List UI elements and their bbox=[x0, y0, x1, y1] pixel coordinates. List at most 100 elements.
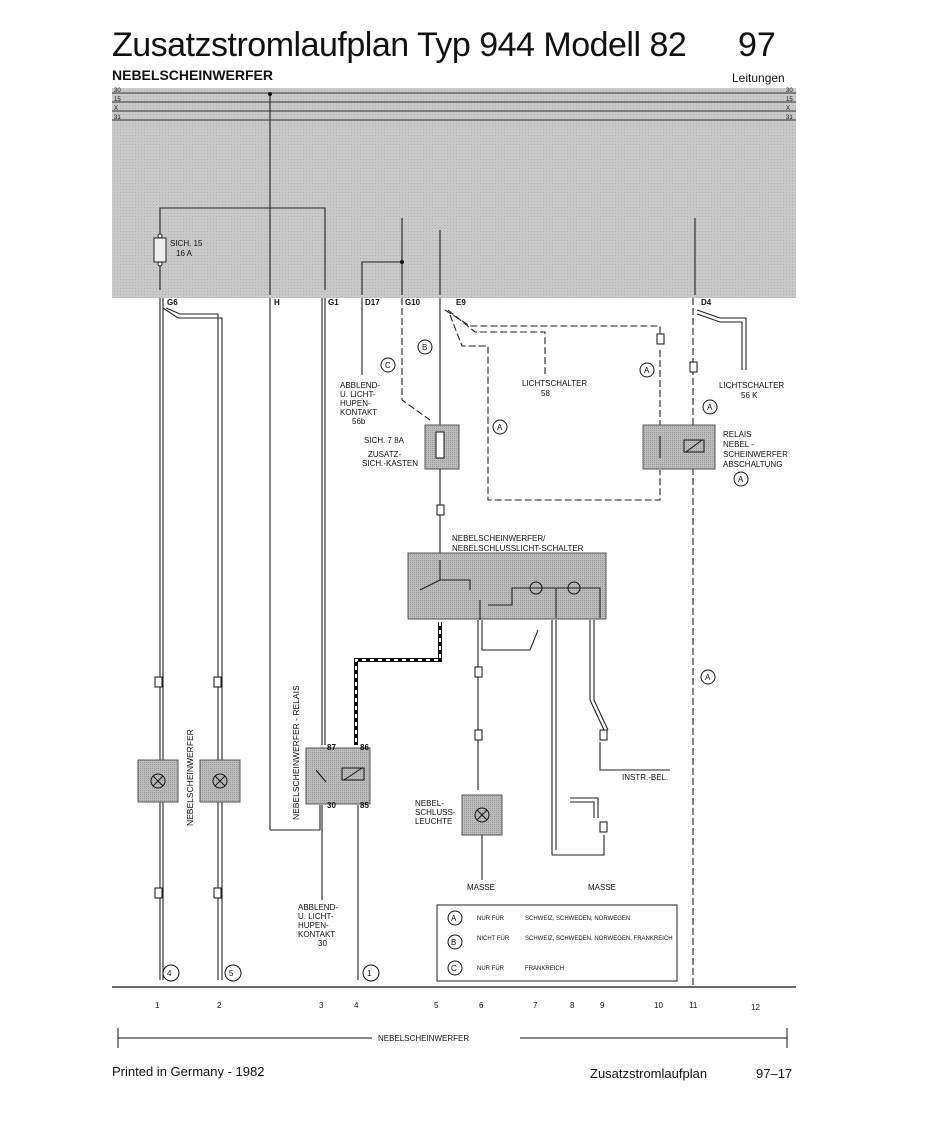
svg-text:HUPEN-: HUPEN- bbox=[298, 921, 329, 930]
fog-light-relay bbox=[305, 747, 371, 805]
masse-label-1: MASSE bbox=[467, 883, 495, 892]
connector-g1: G1 bbox=[328, 298, 339, 307]
fuse-7-label: SICH. 7 8A bbox=[364, 436, 405, 445]
svg-text:4: 4 bbox=[354, 1001, 359, 1010]
diagram-subtitle: NEBELSCHEINWERFER bbox=[112, 67, 274, 83]
rail-label-31-right: 31 bbox=[786, 115, 793, 121]
bottom-circle-1: 1 bbox=[367, 969, 372, 978]
rail-label-x: X bbox=[114, 106, 118, 112]
svg-text:10: 10 bbox=[654, 1001, 663, 1010]
section-label: Leitungen bbox=[732, 71, 785, 85]
rail-label-30-right: 30 bbox=[786, 88, 793, 94]
relay-vertical-label: NEBELSCHEINWERFER - RELAIS bbox=[291, 685, 301, 820]
svg-text:12: 12 bbox=[751, 1003, 760, 1012]
zusatz-label-2: SICH.-KASTEN bbox=[362, 459, 418, 468]
lichtschalter-58-label: LICHTSCHALTER bbox=[522, 379, 587, 388]
fog-switch bbox=[407, 552, 607, 620]
svg-text:LEUCHTE: LEUCHTE bbox=[415, 817, 452, 826]
svg-text:5: 5 bbox=[434, 1001, 439, 1010]
fog-lamp-right bbox=[199, 759, 241, 803]
svg-text:ABBLEND-: ABBLEND- bbox=[298, 903, 338, 912]
page-number: 97 bbox=[738, 26, 776, 64]
svg-text:HUPEN-: HUPEN- bbox=[340, 399, 371, 408]
abblend-contact-56b: ABBLEND- U. LICHT- HUPEN- KONTAKT 56b bbox=[340, 298, 380, 426]
svg-text:NUR FÜR: NUR FÜR bbox=[477, 965, 505, 972]
svg-text:7: 7 bbox=[533, 1001, 538, 1010]
svg-text:8: 8 bbox=[570, 1001, 575, 1010]
zusatz-label-1: ZUSATZ- bbox=[368, 450, 402, 459]
fog-lamp-left bbox=[137, 759, 179, 803]
svg-text:B: B bbox=[451, 938, 456, 947]
svg-text:11: 11 bbox=[689, 1001, 698, 1010]
svg-text:KONTAKT: KONTAKT bbox=[340, 408, 377, 417]
relay-pin-86: 86 bbox=[360, 743, 369, 752]
fuse-15: SICH. 15 16 A bbox=[153, 207, 326, 290]
central-electrics-area bbox=[112, 88, 796, 298]
legend: A NUR FÜR SCHWEIZ, SCHWEDEN, NORWEGEN B … bbox=[436, 904, 678, 982]
svg-text:U. LICHT-: U. LICHT- bbox=[340, 390, 376, 399]
rail-label-31: 31 bbox=[114, 115, 121, 121]
rail-label-15: 15 bbox=[114, 97, 121, 103]
variant-markers: C B A A A A A bbox=[380, 339, 749, 685]
fog-cutoff-relay bbox=[642, 424, 716, 470]
svg-text:C: C bbox=[451, 964, 457, 973]
svg-text:30: 30 bbox=[318, 939, 327, 948]
masse-label-2: MASSE bbox=[588, 883, 616, 892]
svg-text:56b: 56b bbox=[352, 417, 366, 426]
rail-label-15-right: 15 bbox=[786, 97, 793, 103]
svg-text:9: 9 bbox=[600, 1001, 605, 1010]
svg-text:A: A bbox=[707, 403, 713, 412]
connector-d17: D17 bbox=[365, 298, 380, 307]
svg-text:2: 2 bbox=[217, 1001, 222, 1010]
instr-bel-label: INSTR.-BEL. bbox=[622, 773, 668, 782]
lichtschalter-56k-num: 56 K bbox=[741, 391, 758, 400]
bottom-circle-5: 5 bbox=[229, 969, 234, 978]
relay-pin-87: 87 bbox=[327, 743, 336, 752]
footer-title: Zusatzstromlaufplan bbox=[590, 1066, 708, 1081]
svg-text:A: A bbox=[644, 366, 650, 375]
power-rails: 30 15 X 31 30 15 X 31 bbox=[112, 88, 796, 121]
svg-text:A: A bbox=[451, 914, 457, 923]
diagram-title: Zusatzstromlaufplan Typ 944 Modell 82 bbox=[112, 26, 687, 64]
svg-text:U. LICHT-: U. LICHT- bbox=[298, 912, 334, 921]
span-bar: NEBELSCHEINWERFER bbox=[117, 1028, 788, 1048]
svg-text:NEBELSCHEINWERFER/: NEBELSCHEINWERFER/ bbox=[452, 534, 546, 543]
connector-d4: D4 bbox=[701, 298, 712, 307]
connector-h: H bbox=[274, 298, 280, 307]
fog-lamp-wiring bbox=[159, 298, 326, 980]
plug-connectors-col12 bbox=[154, 676, 222, 899]
svg-text:ABSCHALTUNG: ABSCHALTUNG bbox=[723, 460, 782, 469]
rail-label-x-right: X bbox=[786, 106, 790, 112]
footer-printed: Printed in Germany - 1982 bbox=[112, 1064, 265, 1079]
svg-text:RELAIS: RELAIS bbox=[723, 430, 751, 439]
svg-text:A: A bbox=[497, 423, 503, 432]
svg-text:3: 3 bbox=[319, 1001, 324, 1010]
connector-g6: G6 bbox=[167, 298, 178, 307]
svg-text:B: B bbox=[422, 343, 427, 352]
svg-text:SCHWEIZ, SCHWEDEN, NORWEGEN, F: SCHWEIZ, SCHWEDEN, NORWEGEN, FRANKREICH bbox=[525, 936, 673, 942]
svg-text:KONTAKT: KONTAKT bbox=[298, 930, 335, 939]
lichtschalter-56k-label: LICHTSCHALTER bbox=[719, 381, 784, 390]
fuse-15-rating: 16 A bbox=[176, 249, 193, 258]
lichtschalter-58-num: 58 bbox=[541, 389, 550, 398]
svg-text:NICHT FÜR: NICHT FÜR bbox=[477, 935, 510, 942]
fuse-15-label: SICH. 15 bbox=[170, 239, 203, 248]
connector-g10: G10 bbox=[405, 298, 421, 307]
bottom-circle-4: 4 bbox=[167, 969, 172, 978]
svg-text:NEBEL -: NEBEL - bbox=[723, 440, 754, 449]
svg-text:C: C bbox=[385, 361, 391, 370]
fog-lamp-vertical-label: NEBELSCHEINWERFER bbox=[185, 729, 195, 826]
svg-text:A: A bbox=[738, 475, 744, 484]
svg-text:SCHLUSS-: SCHLUSS- bbox=[415, 808, 456, 817]
top-connectors: G6 H G1 D17 G10 E9 D4 bbox=[167, 298, 712, 307]
svg-text:SCHWEIZ, SCHWEDEN, NORWEGEN: SCHWEIZ, SCHWEDEN, NORWEGEN bbox=[525, 916, 630, 922]
column-numbers: 1 2 3 4 5 6 7 8 9 10 11 12 bbox=[155, 1001, 760, 1012]
svg-text:ABBLEND-: ABBLEND- bbox=[340, 381, 380, 390]
svg-text:NUR FÜR: NUR FÜR bbox=[477, 915, 505, 922]
svg-text:6: 6 bbox=[479, 1001, 484, 1010]
svg-text:SCHEINWERFER: SCHEINWERFER bbox=[723, 450, 788, 459]
svg-text:FRANKREICH: FRANKREICH bbox=[525, 966, 564, 972]
rail-label-30: 30 bbox=[114, 88, 121, 94]
svg-text:NEBEL-: NEBEL- bbox=[415, 799, 444, 808]
span-label: NEBELSCHEINWERFER bbox=[378, 1034, 469, 1043]
